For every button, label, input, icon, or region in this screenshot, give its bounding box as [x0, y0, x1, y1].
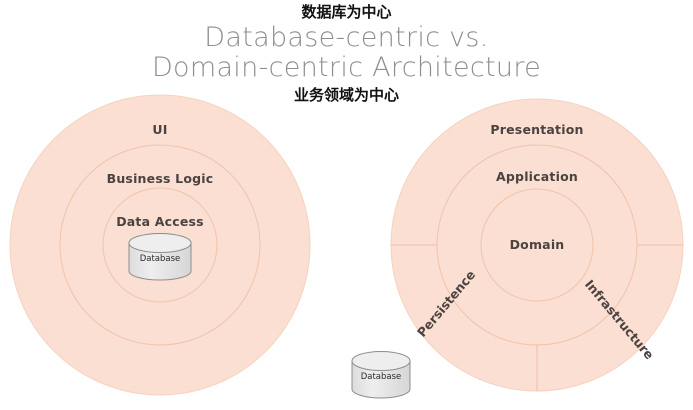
- right-ring-domain: [480, 188, 594, 302]
- left-label-business-logic: Business Logic: [106, 171, 214, 186]
- right-label-application: Application: [496, 169, 578, 184]
- left-database-label: Database: [139, 254, 181, 264]
- bottom-database-label: Database: [360, 372, 402, 382]
- left-database-cylinder: [128, 233, 192, 281]
- left-label-data-access: Data Access: [116, 214, 204, 229]
- annotation-database-centric: 数据库为中心: [301, 3, 392, 21]
- bottom-database-cylinder: [351, 351, 411, 399]
- right-diagram-circles: [390, 98, 684, 392]
- left-label-ui: UI: [152, 122, 168, 137]
- right-label-presentation: Presentation: [490, 122, 584, 137]
- annotation-domain-centric: 业务领域为中心: [293, 86, 399, 104]
- page-title-line-1: Database-centric vs.: [204, 22, 489, 53]
- page-title-line-2: Domain-centric Architecture: [151, 52, 542, 83]
- right-label-domain: Domain: [509, 237, 565, 252]
